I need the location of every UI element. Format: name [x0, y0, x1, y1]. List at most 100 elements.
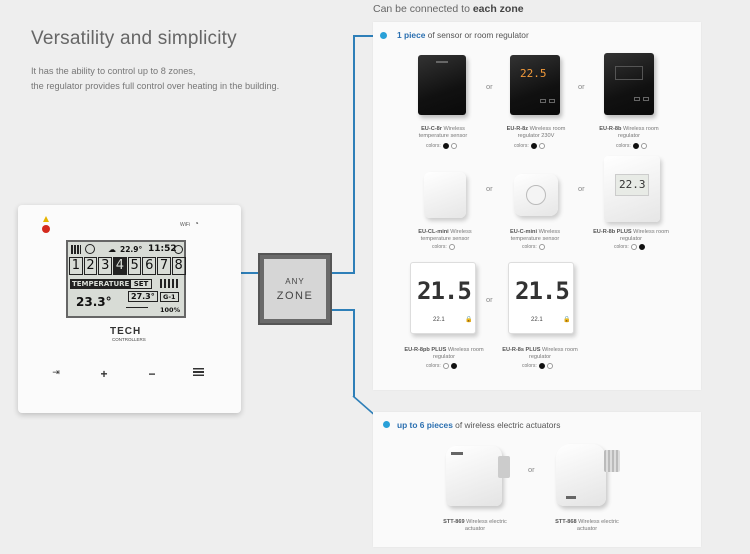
- minus-icon: −: [148, 367, 156, 381]
- tech-logo-icon: [566, 496, 576, 499]
- panel2-label: up to 6 pieces of wireless electric actu…: [397, 420, 560, 430]
- color-white-swatch[interactable]: [538, 143, 545, 149]
- model-eu-r-8b: EU-R-8b: [599, 126, 622, 132]
- zone-6[interactable]: 6: [142, 257, 157, 275]
- caption-stt-869: STT-869 Wireless electric actuator: [440, 519, 510, 533]
- device-eu-r-8pb-plus[interactable]: 21.5 22.1 🔒: [410, 262, 476, 334]
- colors-label: colors:: [514, 143, 529, 149]
- desc-eu-cl-mini: Wireless temperature sensor: [420, 229, 472, 242]
- menu-button[interactable]: [193, 368, 204, 376]
- zone-8[interactable]: 8: [171, 257, 186, 275]
- device-eu-cl-mini[interactable]: [424, 172, 466, 218]
- clock-icon: [174, 245, 183, 254]
- color-white-swatch[interactable]: [630, 244, 637, 250]
- desc-stt-869: Wireless electric actuator: [464, 519, 507, 532]
- model-eu-cl-mini: EU-CL-mini: [418, 229, 449, 235]
- zone-row: 1 2 3 4 5 6 7 8: [69, 257, 186, 275]
- lcd-set-temp: 27.3°: [128, 291, 158, 302]
- color-black-swatch[interactable]: [632, 143, 639, 149]
- lock-icon: 🔒: [465, 317, 473, 323]
- signal-icon: [71, 245, 81, 254]
- color-white-swatch[interactable]: [538, 244, 545, 250]
- actuator-stt-868[interactable]: [556, 440, 622, 510]
- exit-icon: ⇥: [52, 366, 60, 377]
- lcd-current-temp: 23.3°: [76, 295, 112, 309]
- color-white-swatch[interactable]: [450, 143, 457, 149]
- desc-stt-868: Wireless electric actuator: [576, 519, 619, 532]
- eu-r-8b-plus-screen: 22.3: [615, 174, 649, 196]
- zone-2[interactable]: 2: [83, 257, 98, 275]
- wire-zone-right-bottom: [332, 309, 354, 311]
- colors-eu-c-8r: colors:: [426, 143, 457, 149]
- exit-button[interactable]: ⇥: [50, 367, 62, 377]
- warning-icon: [43, 216, 49, 222]
- wire-zone-right-top: [332, 272, 354, 274]
- section-heading-bold: each zone: [472, 3, 524, 15]
- color-black-swatch[interactable]: [442, 143, 449, 149]
- color-white-swatch[interactable]: [546, 363, 553, 369]
- lcd-mode: TEMPERATURE: [70, 279, 132, 289]
- flame-icon: [85, 244, 95, 254]
- color-black-swatch[interactable]: [530, 143, 537, 149]
- color-black-swatch[interactable]: [638, 244, 645, 250]
- colors-eu-c-mini: colors:: [522, 244, 545, 250]
- radiator-icon: [160, 279, 180, 288]
- alarm-led-icon: [42, 225, 50, 233]
- model-stt-868: STT-868: [555, 519, 577, 525]
- panel2-label-bold: up to 6 pieces: [397, 420, 453, 430]
- lock-icon: 🔒: [563, 317, 571, 323]
- zone-4[interactable]: 4: [113, 257, 127, 275]
- colors-label: colors:: [616, 143, 631, 149]
- or-separator: or: [486, 295, 493, 304]
- eu-r-8pb-plus-display: 21.5: [417, 277, 472, 305]
- model-eu-r-8s-plus: EU-R-8s PLUS: [502, 347, 541, 353]
- device-eu-r-8z[interactable]: 22.5: [510, 55, 560, 115]
- colors-label: colors:: [426, 143, 441, 149]
- desc-eu-r-8s-plus: Wireless room regulator: [528, 347, 578, 360]
- color-white-swatch[interactable]: [448, 244, 455, 250]
- desc-eu-r-8b-plus: Wireless room regulator: [619, 229, 669, 242]
- zone-7[interactable]: 7: [157, 257, 171, 275]
- any-zone-line-1: ANY: [285, 276, 305, 286]
- caption-eu-r-8z: EU-R-8z Wireless room regulator 230V: [500, 126, 572, 140]
- color-white-swatch[interactable]: [640, 143, 647, 149]
- eu-r-8s-plus-display: 21.5: [515, 277, 570, 305]
- brand-logo: TECH: [110, 326, 142, 337]
- wifi-icon: ◔: [194, 219, 199, 228]
- colors-label: colors:: [522, 363, 537, 369]
- device-eu-r-8b-plus[interactable]: 22.3: [604, 156, 660, 222]
- page-title: Versatility and simplicity: [31, 28, 237, 49]
- zone-3[interactable]: 3: [98, 257, 113, 275]
- color-black-swatch[interactable]: [538, 363, 545, 369]
- plus-button[interactable]: +: [98, 365, 110, 381]
- any-zone-line-2: ZONE: [276, 289, 314, 302]
- model-stt-869: STT-869: [443, 519, 465, 525]
- or-separator: or: [528, 465, 535, 474]
- or-separator: or: [486, 184, 493, 193]
- colors-label: colors:: [432, 244, 447, 250]
- color-black-swatch[interactable]: [450, 363, 457, 369]
- brand-sub: CONTROLLERS: [112, 337, 146, 342]
- caption-eu-r-8b: EU-R-8b Wireless room regulator: [594, 126, 664, 140]
- minus-button[interactable]: −: [146, 365, 158, 381]
- device-eu-r-8b[interactable]: [604, 53, 654, 115]
- device-eu-c-mini[interactable]: [514, 174, 558, 216]
- zone-1[interactable]: 1: [69, 257, 83, 275]
- zone-5[interactable]: 5: [127, 257, 142, 275]
- lcd-time: 11:52: [148, 244, 177, 254]
- colors-eu-r-8s-plus: colors:: [522, 363, 553, 369]
- device-eu-c-8r[interactable]: [418, 55, 466, 115]
- actuator-stt-869[interactable]: [446, 442, 510, 510]
- model-eu-c-mini: EU-C-mini: [509, 229, 538, 235]
- device-eu-r-8s-plus[interactable]: 21.5 22.1 🔒: [508, 262, 574, 334]
- section-heading-prefix: Can be connected to: [373, 3, 473, 15]
- plus-icon: +: [100, 367, 108, 381]
- actuator-panel: [373, 412, 701, 547]
- weather-icon: ☁: [108, 245, 116, 254]
- or-separator: or: [486, 82, 493, 91]
- caption-eu-r-8pb-plus: EU-R-8pb PLUS Wireless room regulator: [404, 347, 484, 361]
- main-controller: WiFi ◔ ☁ 22.9° 11:52 1 2 3 4 5 6 7 8 TEM…: [18, 205, 241, 413]
- color-white-swatch[interactable]: [442, 363, 449, 369]
- lcd-set-label: SET: [130, 279, 152, 289]
- colors-eu-r-8z: colors:: [514, 143, 545, 149]
